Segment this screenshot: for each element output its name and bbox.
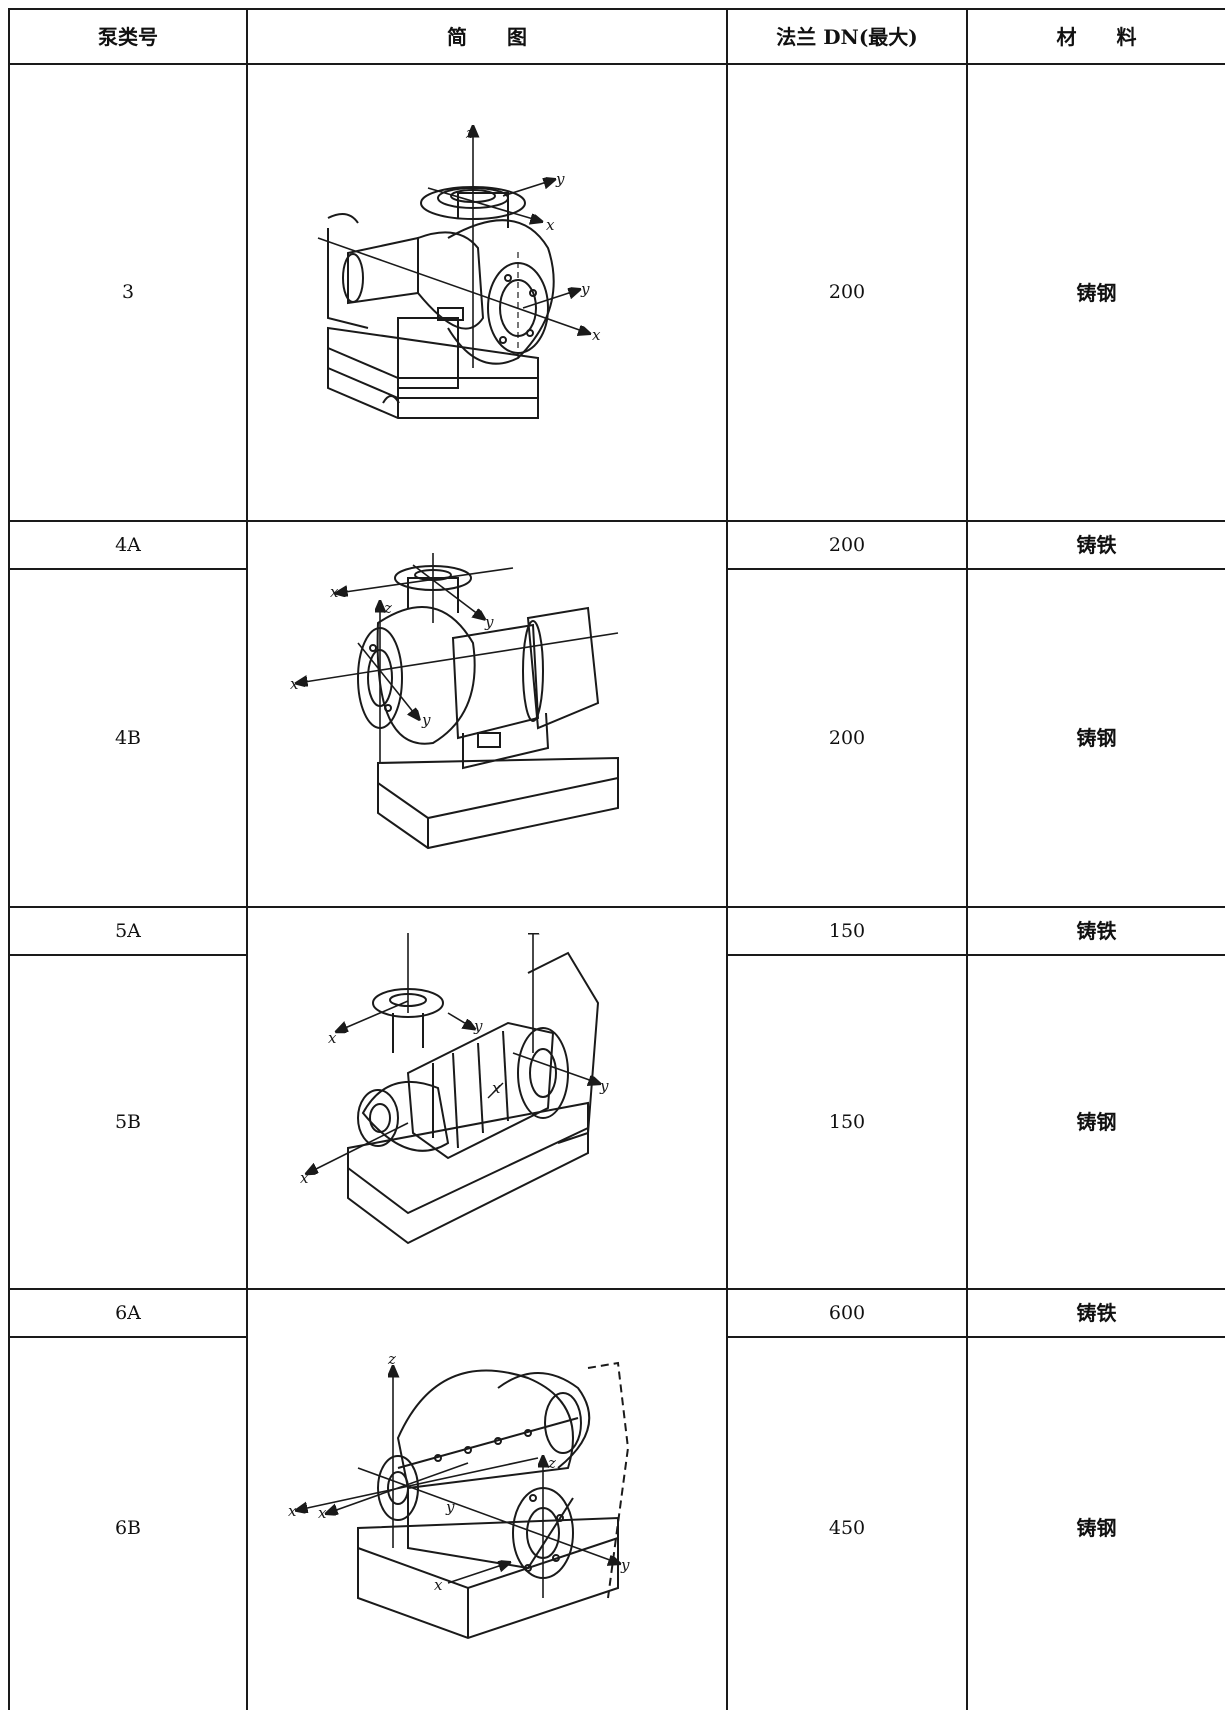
pump-type-4b: 4B xyxy=(114,726,142,749)
flange-dn-4b: 200 xyxy=(828,726,866,749)
flange-dn-5a: 150 xyxy=(828,919,866,942)
header-flange: 法兰 DN(最大) xyxy=(776,24,918,49)
svg-text:y: y xyxy=(484,613,494,631)
material-6b: 铸钢 xyxy=(1076,1516,1117,1540)
pump-sketch-4: z x y z x y xyxy=(288,553,668,873)
pump-type-3: 3 xyxy=(121,281,135,303)
material-4b: 铸钢 xyxy=(1076,726,1117,750)
svg-text:z: z xyxy=(465,124,474,142)
material-6a: 铸铁 xyxy=(1076,1301,1117,1325)
header-material: 材 料 xyxy=(1056,24,1137,49)
svg-text:y: y xyxy=(620,1556,630,1574)
material-3: 铸钢 xyxy=(1076,280,1117,305)
header-pump-type: 泵类号 xyxy=(98,24,158,49)
svg-text:x: x xyxy=(290,675,299,693)
svg-text:x: x xyxy=(318,1504,327,1522)
flange-dn-6b: 450 xyxy=(828,1516,866,1539)
pump-type-4a: 4A xyxy=(115,533,141,556)
material-5b: 铸钢 xyxy=(1076,1110,1117,1134)
svg-text:x: x xyxy=(288,1502,297,1520)
svg-text:y: y xyxy=(473,1017,483,1035)
svg-text:x: x xyxy=(592,326,601,344)
svg-text:z: z xyxy=(547,1454,556,1472)
svg-text:x: x xyxy=(492,1079,501,1097)
flange-dn-5b: 150 xyxy=(828,1110,866,1133)
header-sketch: 简 图 xyxy=(447,24,527,49)
pump-type-5a: 5A xyxy=(115,919,141,942)
svg-text:x: x xyxy=(546,216,555,234)
pump-type-5b: 5B xyxy=(114,1110,142,1133)
svg-text:x: x xyxy=(434,1576,443,1594)
svg-text:x: x xyxy=(300,1169,309,1187)
material-4a: 铸铁 xyxy=(1076,533,1117,557)
pump-sketch-6: z x x y z y x xyxy=(288,1348,668,1678)
svg-text:z: z xyxy=(387,1350,396,1368)
pump-table: 泵类号 简 图 法兰 DN(最大) 材 料 3 200 铸钢 4A 200 铸铁… xyxy=(8,8,1225,1710)
flange-dn-3: 200 xyxy=(828,281,866,303)
flange-dn-6a: 600 xyxy=(828,1301,866,1324)
svg-text:x: x xyxy=(328,1029,337,1047)
pump-sketch-5: z z x y x y x xyxy=(298,933,658,1263)
svg-text:y: y xyxy=(580,280,590,298)
flange-dn-4a: 200 xyxy=(828,533,866,556)
svg-text:z: z xyxy=(383,599,392,617)
svg-text:y: y xyxy=(555,170,565,188)
pump-sketch-3: z y x y x xyxy=(308,118,668,478)
svg-text:x: x xyxy=(330,583,339,601)
pump-type-6b: 6B xyxy=(114,1516,142,1539)
svg-text:y: y xyxy=(445,1498,455,1516)
pump-type-6a: 6A xyxy=(115,1301,141,1324)
svg-text:y: y xyxy=(599,1077,609,1095)
material-5a: 铸铁 xyxy=(1076,919,1117,943)
svg-text:y: y xyxy=(421,711,431,729)
